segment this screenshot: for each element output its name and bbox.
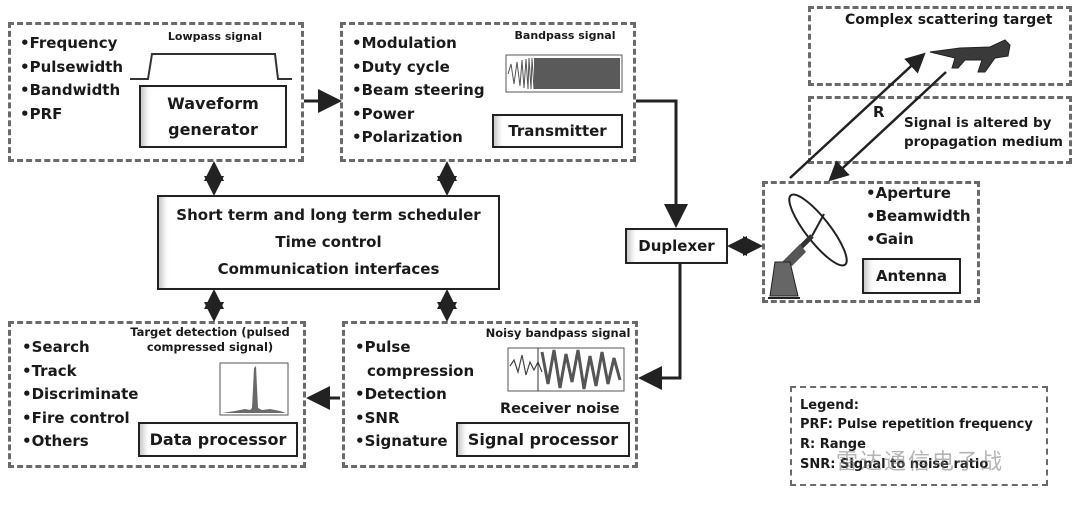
duplexer-label: Duplexer [638, 237, 715, 255]
list-item: Modulation [352, 32, 485, 56]
list-item: Bandwidth [20, 79, 123, 103]
propagation-text-2: propagation medium [904, 134, 1064, 150]
list-item: Gain [866, 228, 971, 251]
list-item: Pulse [355, 336, 474, 360]
signal-processor-block[interactable]: Signal processor [456, 422, 630, 457]
legend-entry-prf: PRF: Pulse repetition frequency [800, 417, 1033, 432]
waveform-generator-label-2: generator [168, 119, 258, 139]
scheduler-line-2: Time control [275, 233, 382, 251]
list-item: Others [22, 430, 138, 454]
legend-entry-snr: SNR: Signal to noise ratio [800, 457, 989, 472]
antenna-block[interactable]: Antenna [862, 258, 961, 294]
list-item: PRF [20, 103, 123, 127]
target-detection-caption-2: compressed signal) [146, 340, 274, 354]
scheduler-line-1: Short term and long term scheduler [176, 206, 481, 224]
target-detection-caption-1: Target detection (pulsed [130, 325, 290, 339]
transmitter-label: Transmitter [508, 122, 607, 140]
antenna-label: Antenna [875, 267, 948, 285]
list-item: Search [22, 336, 138, 360]
waveform-generator-block[interactable]: Waveform generator [139, 85, 287, 148]
watermark-text: 雷达通信电子战 [836, 450, 1005, 475]
waveform-parameter-list: Frequency Pulsewidth Bandwidth PRF [20, 32, 124, 127]
list-item: Power [352, 103, 485, 127]
list-item-continued: compression [367, 361, 475, 380]
list-item: Fire control [22, 407, 138, 431]
data-processor-function-list: Search Track Discriminate Fire control O… [22, 336, 139, 454]
list-item: Polarization [352, 126, 485, 150]
target-title: Complex scattering target [845, 12, 1053, 28]
data-processor-group-frame [8, 321, 306, 468]
list-item: Signature [355, 430, 474, 454]
signal-processor-label: Signal processor [467, 430, 619, 449]
legend-title: Legend: [800, 398, 859, 413]
arrow-transmitter-to-duplexer [636, 99, 688, 228]
range-label: R [873, 103, 885, 121]
list-item: Detection [355, 383, 474, 407]
list-item: Discriminate [22, 383, 139, 407]
propagation-text-1: Signal is altered by [904, 115, 1052, 131]
scheduler-line-3: Communication interfaces [217, 260, 440, 278]
list-item: Frequency [20, 32, 123, 56]
list-item: Aperture [866, 182, 971, 205]
signal-processor-function-list: Pulse compression Detection SNR Signatur… [355, 336, 475, 454]
list-item: Beam steering [352, 79, 485, 103]
arrow-duplexer-to-signal-processor [638, 264, 682, 390]
noisy-bandpass-caption: Noisy bandpass signal [485, 326, 631, 340]
list-item: Duty cycle [352, 56, 485, 80]
signal-processor-group-frame [342, 321, 638, 468]
legend-frame [790, 386, 1048, 486]
bandpass-signal-caption: Bandpass signal [514, 29, 616, 42]
waveform-group-frame [8, 22, 304, 162]
list-item: Track [22, 360, 138, 384]
transmitter-block[interactable]: Transmitter [492, 114, 623, 148]
list-item: SNR [355, 407, 474, 431]
transmitter-parameter-list: Modulation Duty cycle Beam steering Powe… [352, 32, 485, 150]
legend-entry-range: R: Range [800, 437, 866, 452]
duplexer-block[interactable]: Duplexer [625, 228, 728, 264]
receiver-noise-label: Receiver noise [500, 401, 620, 417]
scheduler-block[interactable]: Short term and long term scheduler Time … [157, 195, 500, 290]
waveform-generator-label-1: Waveform [167, 93, 259, 113]
list-item: Pulsewidth [20, 56, 124, 80]
data-processor-label: Data processor [149, 430, 287, 449]
list-item: Beamwidth [866, 205, 971, 228]
data-processor-block[interactable]: Data processor [138, 422, 298, 457]
lowpass-signal-caption: Lowpass signal [167, 30, 263, 43]
antenna-parameter-list: Aperture Beamwidth Gain [866, 182, 971, 251]
